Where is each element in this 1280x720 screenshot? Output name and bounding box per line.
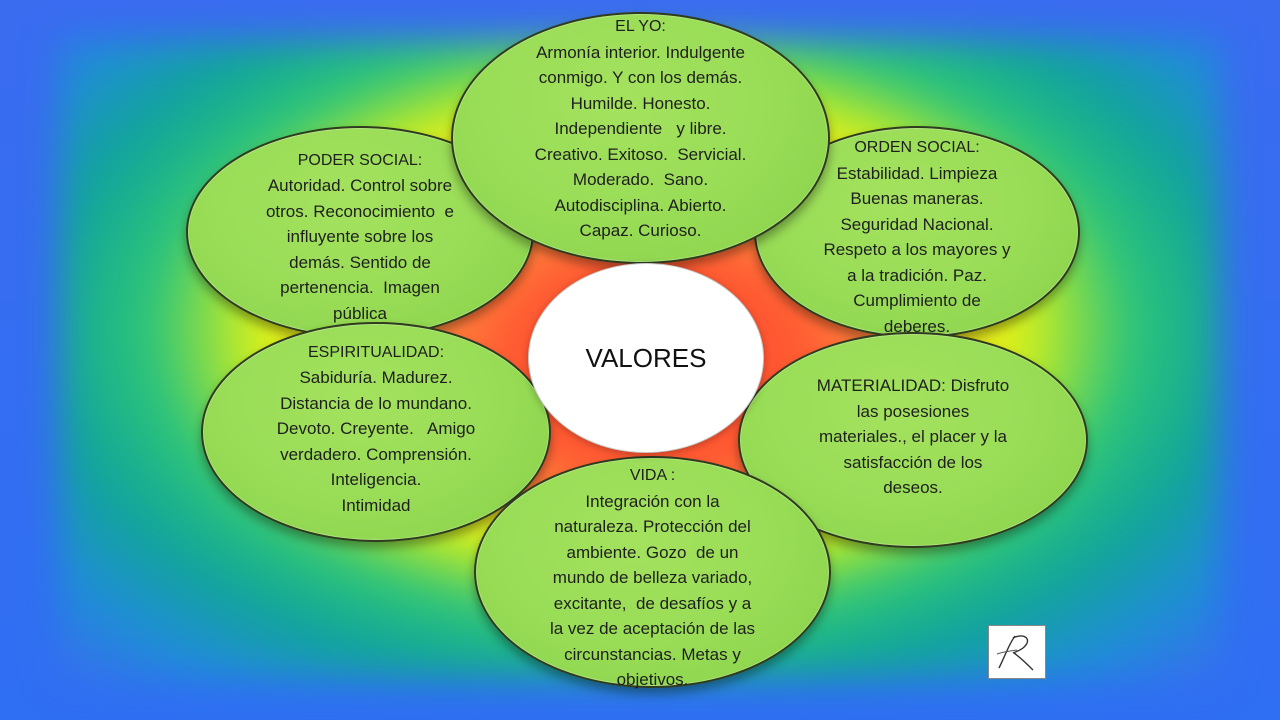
petal-line: Cumplimiento de xyxy=(853,291,981,310)
petal-line: Integración con la xyxy=(585,491,720,511)
petal-line: Capaz. Curioso. xyxy=(579,221,702,241)
petal-title: EL YO: xyxy=(615,18,666,36)
petal-line: Autoridad. Control sobre xyxy=(267,176,453,196)
petal-el-yo: EL YO: Armonía interior. Indulgente conm… xyxy=(451,12,830,264)
petal-line: deberes. xyxy=(883,316,951,336)
petal-line: naturaleza. Protección del xyxy=(554,517,751,537)
petal-line: Armonía interior. Indulgente xyxy=(536,42,745,62)
petal-line: conmigo. Y con los demás. xyxy=(538,68,743,88)
petal-title: PODER SOCIAL: xyxy=(297,151,423,169)
petal-line: MATERIALIDAD: Disfruto xyxy=(816,376,1010,396)
petal-line: Intimidad xyxy=(341,495,411,515)
petal-line: Devoto. Creyente. Amigo xyxy=(276,419,476,439)
petal-line: Creativo. Exitoso. Servicial. xyxy=(534,144,747,164)
petal-line: las posesiones xyxy=(856,401,970,421)
petal-line: Seguridad Nacional. xyxy=(840,214,994,234)
petal-line: pertenencia. Imagen xyxy=(280,278,440,298)
petal-line: mundo de belleza variado, xyxy=(552,568,753,588)
petal-line: excitante, de desafíos y a xyxy=(553,593,752,613)
author-logo xyxy=(988,625,1046,679)
petal-line: deseos. xyxy=(883,478,943,498)
center-label: VALORES xyxy=(585,342,707,373)
petal-title: ORDEN SOCIAL: xyxy=(854,139,980,156)
petal-line: Sabiduría. Madurez. xyxy=(299,368,453,388)
center-node-valores: VALORES xyxy=(528,263,764,453)
petal-line: satisfacción de los xyxy=(843,452,983,472)
petal-title: VIDA : xyxy=(629,467,676,485)
petal-espiritualidad: ESPIRITUALIDAD: Sabiduría. Madurez. Dist… xyxy=(201,322,551,542)
petal-line: Inteligencia. xyxy=(330,470,422,490)
petal-line: a la tradición. Paz. xyxy=(847,265,987,285)
petal-line: Estabilidad. Limpieza xyxy=(836,163,998,183)
petal-line: pública xyxy=(333,303,387,323)
petal-line: demás. Sentido de xyxy=(289,252,431,272)
petal-line: la vez de aceptación de las xyxy=(549,619,756,639)
petal-line: Buenas maneras. xyxy=(850,189,984,208)
petal-line: circunstancias. Metas y xyxy=(564,644,741,664)
petal-line: materiales., el placer y la xyxy=(818,427,1007,447)
petal-line: otros. Reconocimiento e xyxy=(265,201,455,221)
petal-line: influyente sobre los xyxy=(286,227,434,247)
petal-line: Autodisciplina. Abierto. xyxy=(554,195,727,215)
petal-line: Humilde. Honesto. xyxy=(570,93,711,113)
petal-line: Moderado. Sano. xyxy=(572,170,709,190)
petal-line: Distancia de lo mundano. xyxy=(280,393,472,413)
petal-line: Respeto a los mayores y xyxy=(823,240,1011,259)
petal-line: verdadero. Comprensión. xyxy=(280,444,472,464)
petal-line: Independiente y libre. xyxy=(554,119,727,139)
petal-line: objetivos. xyxy=(616,670,689,690)
petal-line: ambiente. Gozo de un xyxy=(566,542,739,562)
petal-title: ESPIRITUALIDAD: xyxy=(307,343,445,361)
petal-vida: VIDA : Integración con la naturaleza. Pr… xyxy=(474,456,831,689)
signature-icon xyxy=(996,635,1034,671)
